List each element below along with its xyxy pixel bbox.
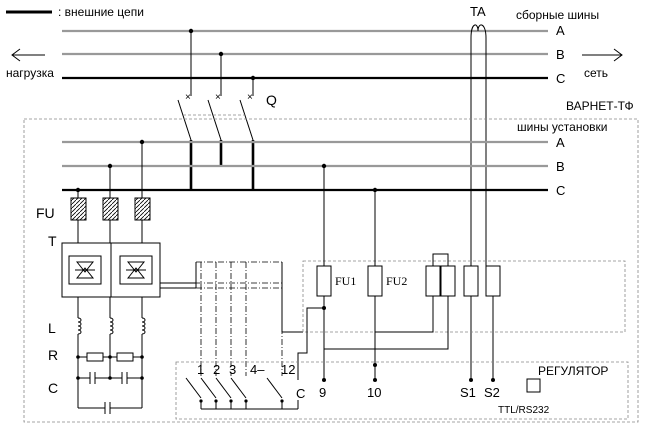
resistor-1 [86,352,104,362]
fuse-fu1-label: FU1 [335,274,356,288]
internal-bus-label-b: B [556,159,565,174]
terminal-s1: S1 [460,385,476,400]
fuses-label: FU [36,205,55,221]
regulator-output-4: 4– [250,362,265,377]
internal-bus-label-a: A [556,135,565,150]
external-bus-title: сборные шины [516,8,599,22]
fuse-fu1 [316,265,332,297]
device-name: ВАРНЕТ-ТФ [566,99,634,113]
fuse-phase-3 [134,197,151,221]
terminal-9: 9 [319,385,326,400]
internal-busbars: шины установки A B C [62,120,607,198]
measurement-fuses: FU1 FU2 [297,166,626,380]
bus-taps [75,139,378,198]
reactor-coil [141,317,146,335]
legend: : внешние цепи [6,5,144,19]
reactors: L [48,297,146,357]
terminal-10: 10 [367,385,381,400]
regulator-output-1: 1 [197,362,204,377]
switch-q: × × × Q [177,28,277,190]
load-label: нагрузка [6,66,54,80]
serial-port-icon [526,378,541,393]
external-bus-label-c: C [556,71,565,86]
regulator-output-c: C [296,386,305,401]
ct-input-s1 [463,265,479,297]
aux-input-2 [440,265,456,297]
fuses-fu: FU [36,197,151,243]
capacitor-label: C [48,380,58,396]
control-bus [195,261,303,376]
svg-text:×: × [215,92,221,103]
reactor-label: L [48,320,56,336]
regulator-output-3: 3 [229,362,236,377]
grid-arrow: сеть [582,48,623,80]
terminal-s2: S2 [484,385,500,400]
svg-text:×: × [247,92,253,103]
fuse-phase-1 [70,197,87,221]
serial-port-label: TTL/RS232 [498,405,550,416]
thyristor-switch: T [48,233,196,298]
internal-bus-title: шины установки [517,120,607,134]
reactor-coil [77,317,82,335]
load-arrow: нагрузка [6,48,54,80]
thyristor-label: T [48,233,57,249]
current-transformer-loops [470,24,487,39]
current-transformer: TA [463,4,501,380]
switch-q-label: Q [266,92,277,108]
device-boundary: ВАРНЕТ-ТФ [23,99,639,423]
external-bus-label-b: B [556,47,565,62]
thyristor-icon [119,255,153,285]
current-transformer-label: TA [470,4,486,19]
ct-input-s2 [485,265,501,297]
regulator-output-2: 2 [213,362,220,377]
resistors: R [48,347,144,408]
fuse-phase-2 [102,197,119,221]
regulator: РЕГУЛЯТОР 1 2 3 4– 12 C [175,361,629,420]
relay-contacts [185,377,299,410]
grid-label: сеть [584,66,608,80]
external-busbars: сборные шины A B C [62,8,599,86]
fuse-fu2-label: FU2 [386,274,407,288]
reactor-coil [109,317,114,335]
resistor-2 [116,352,134,362]
regulator-title: РЕГУЛЯТОР [538,364,608,378]
legend-text: : внешние цепи [58,5,144,19]
regulator-output-12: 12 [281,362,295,377]
fuse-fu2 [367,265,383,297]
capacitors: C [48,372,144,414]
svg-text:×: × [185,92,191,103]
resistor-label: R [48,347,58,363]
thyristor-icon [68,255,102,285]
internal-bus-label-c: C [556,183,565,198]
external-bus-label-a: A [556,23,565,38]
aux-input-1 [425,265,441,297]
